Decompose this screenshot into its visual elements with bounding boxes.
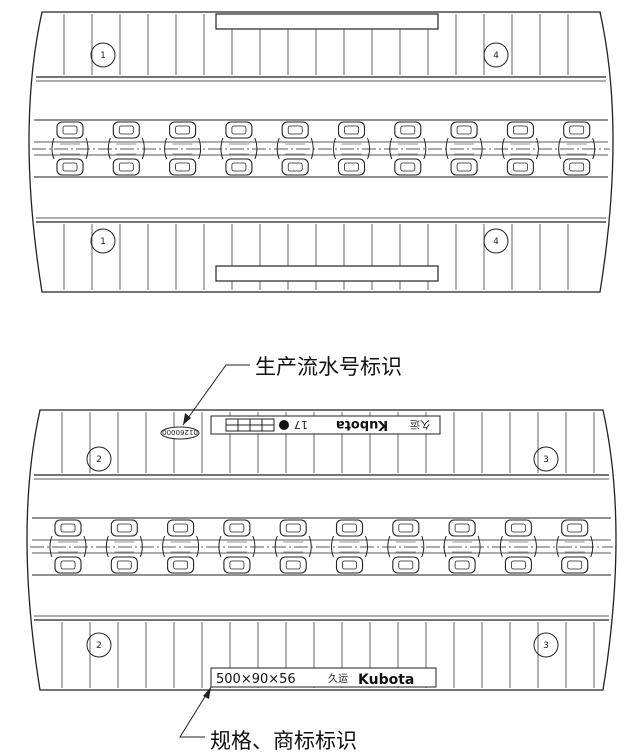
core-link [218, 519, 256, 574]
wheel-marker-bottom-lower-left: 2 [86, 632, 112, 658]
core-link [501, 121, 539, 176]
wheel-marker-top-upper-left: 1 [90, 42, 116, 68]
size-code: 17 [294, 418, 308, 431]
core-link [49, 519, 87, 574]
core-link [274, 519, 312, 574]
spec-plate: 500×90×56 久运 Kubota [210, 667, 437, 688]
core-link [162, 519, 200, 574]
marker-label: 3 [543, 641, 549, 651]
spec-brand: Kubota [358, 672, 414, 688]
stamp-dot-icon [279, 420, 289, 430]
spec-plate-box [210, 667, 437, 688]
spec-brand-cn: 久运 [328, 673, 348, 685]
spec-size: 500×90×56 [216, 672, 296, 687]
spec-callout-label: 规格、商标标识 [210, 729, 357, 753]
serial-number-oval [160, 426, 200, 440]
mirrored-brand-cn: 久运 [410, 418, 430, 430]
core-link [445, 121, 483, 176]
core-link [107, 121, 145, 176]
wheel-marker-bottom-upper-left: 2 [86, 446, 112, 472]
serial-number: 01260000 [162, 428, 198, 436]
core-link [220, 121, 258, 176]
serial-callout-label: 生产流水号标识 [255, 355, 402, 379]
marker-label: 3 [543, 455, 549, 465]
core-link [443, 519, 481, 574]
wheel-marker-bottom-upper-right: 3 [533, 446, 559, 472]
bottom-track-view [26, 409, 617, 691]
core-link [558, 121, 596, 176]
wheel-marker-top-upper-right: 4 [483, 42, 509, 68]
marker-label: 4 [493, 237, 499, 247]
marker-label: 2 [96, 455, 102, 465]
serial-plate: 01260000 17 Kubota 久运 [160, 415, 441, 440]
marker-label: 1 [100, 237, 106, 247]
marker-label: 1 [100, 51, 106, 61]
top-plate-bar-upper [215, 13, 439, 30]
spec-callout-leader [179, 686, 212, 738]
track-outline [28, 11, 614, 293]
core-link [51, 121, 89, 176]
core-link [331, 519, 368, 574]
wheel-marker-top-lower-right: 4 [483, 228, 509, 254]
core-link [276, 121, 314, 176]
serial-plate-box [210, 415, 441, 435]
track-outline [26, 409, 617, 691]
marker-label: 2 [96, 641, 102, 651]
core-link [105, 519, 143, 574]
marker-label: 4 [493, 51, 499, 61]
top-plate-bar-lower [215, 265, 439, 282]
serial-callout-leader [182, 364, 250, 426]
wheel-marker-top-lower-left: 1 [90, 228, 116, 254]
mirrored-brand: Kubota [336, 417, 388, 432]
core-link [387, 519, 425, 574]
core-link [499, 519, 537, 574]
core-link [164, 121, 202, 176]
top-track-view [28, 11, 614, 293]
mirrored-size-mark: 17 [225, 418, 308, 432]
core-link [333, 121, 370, 176]
core-link [556, 519, 594, 574]
wheel-marker-bottom-lower-right: 3 [533, 632, 559, 658]
core-link [389, 121, 427, 176]
